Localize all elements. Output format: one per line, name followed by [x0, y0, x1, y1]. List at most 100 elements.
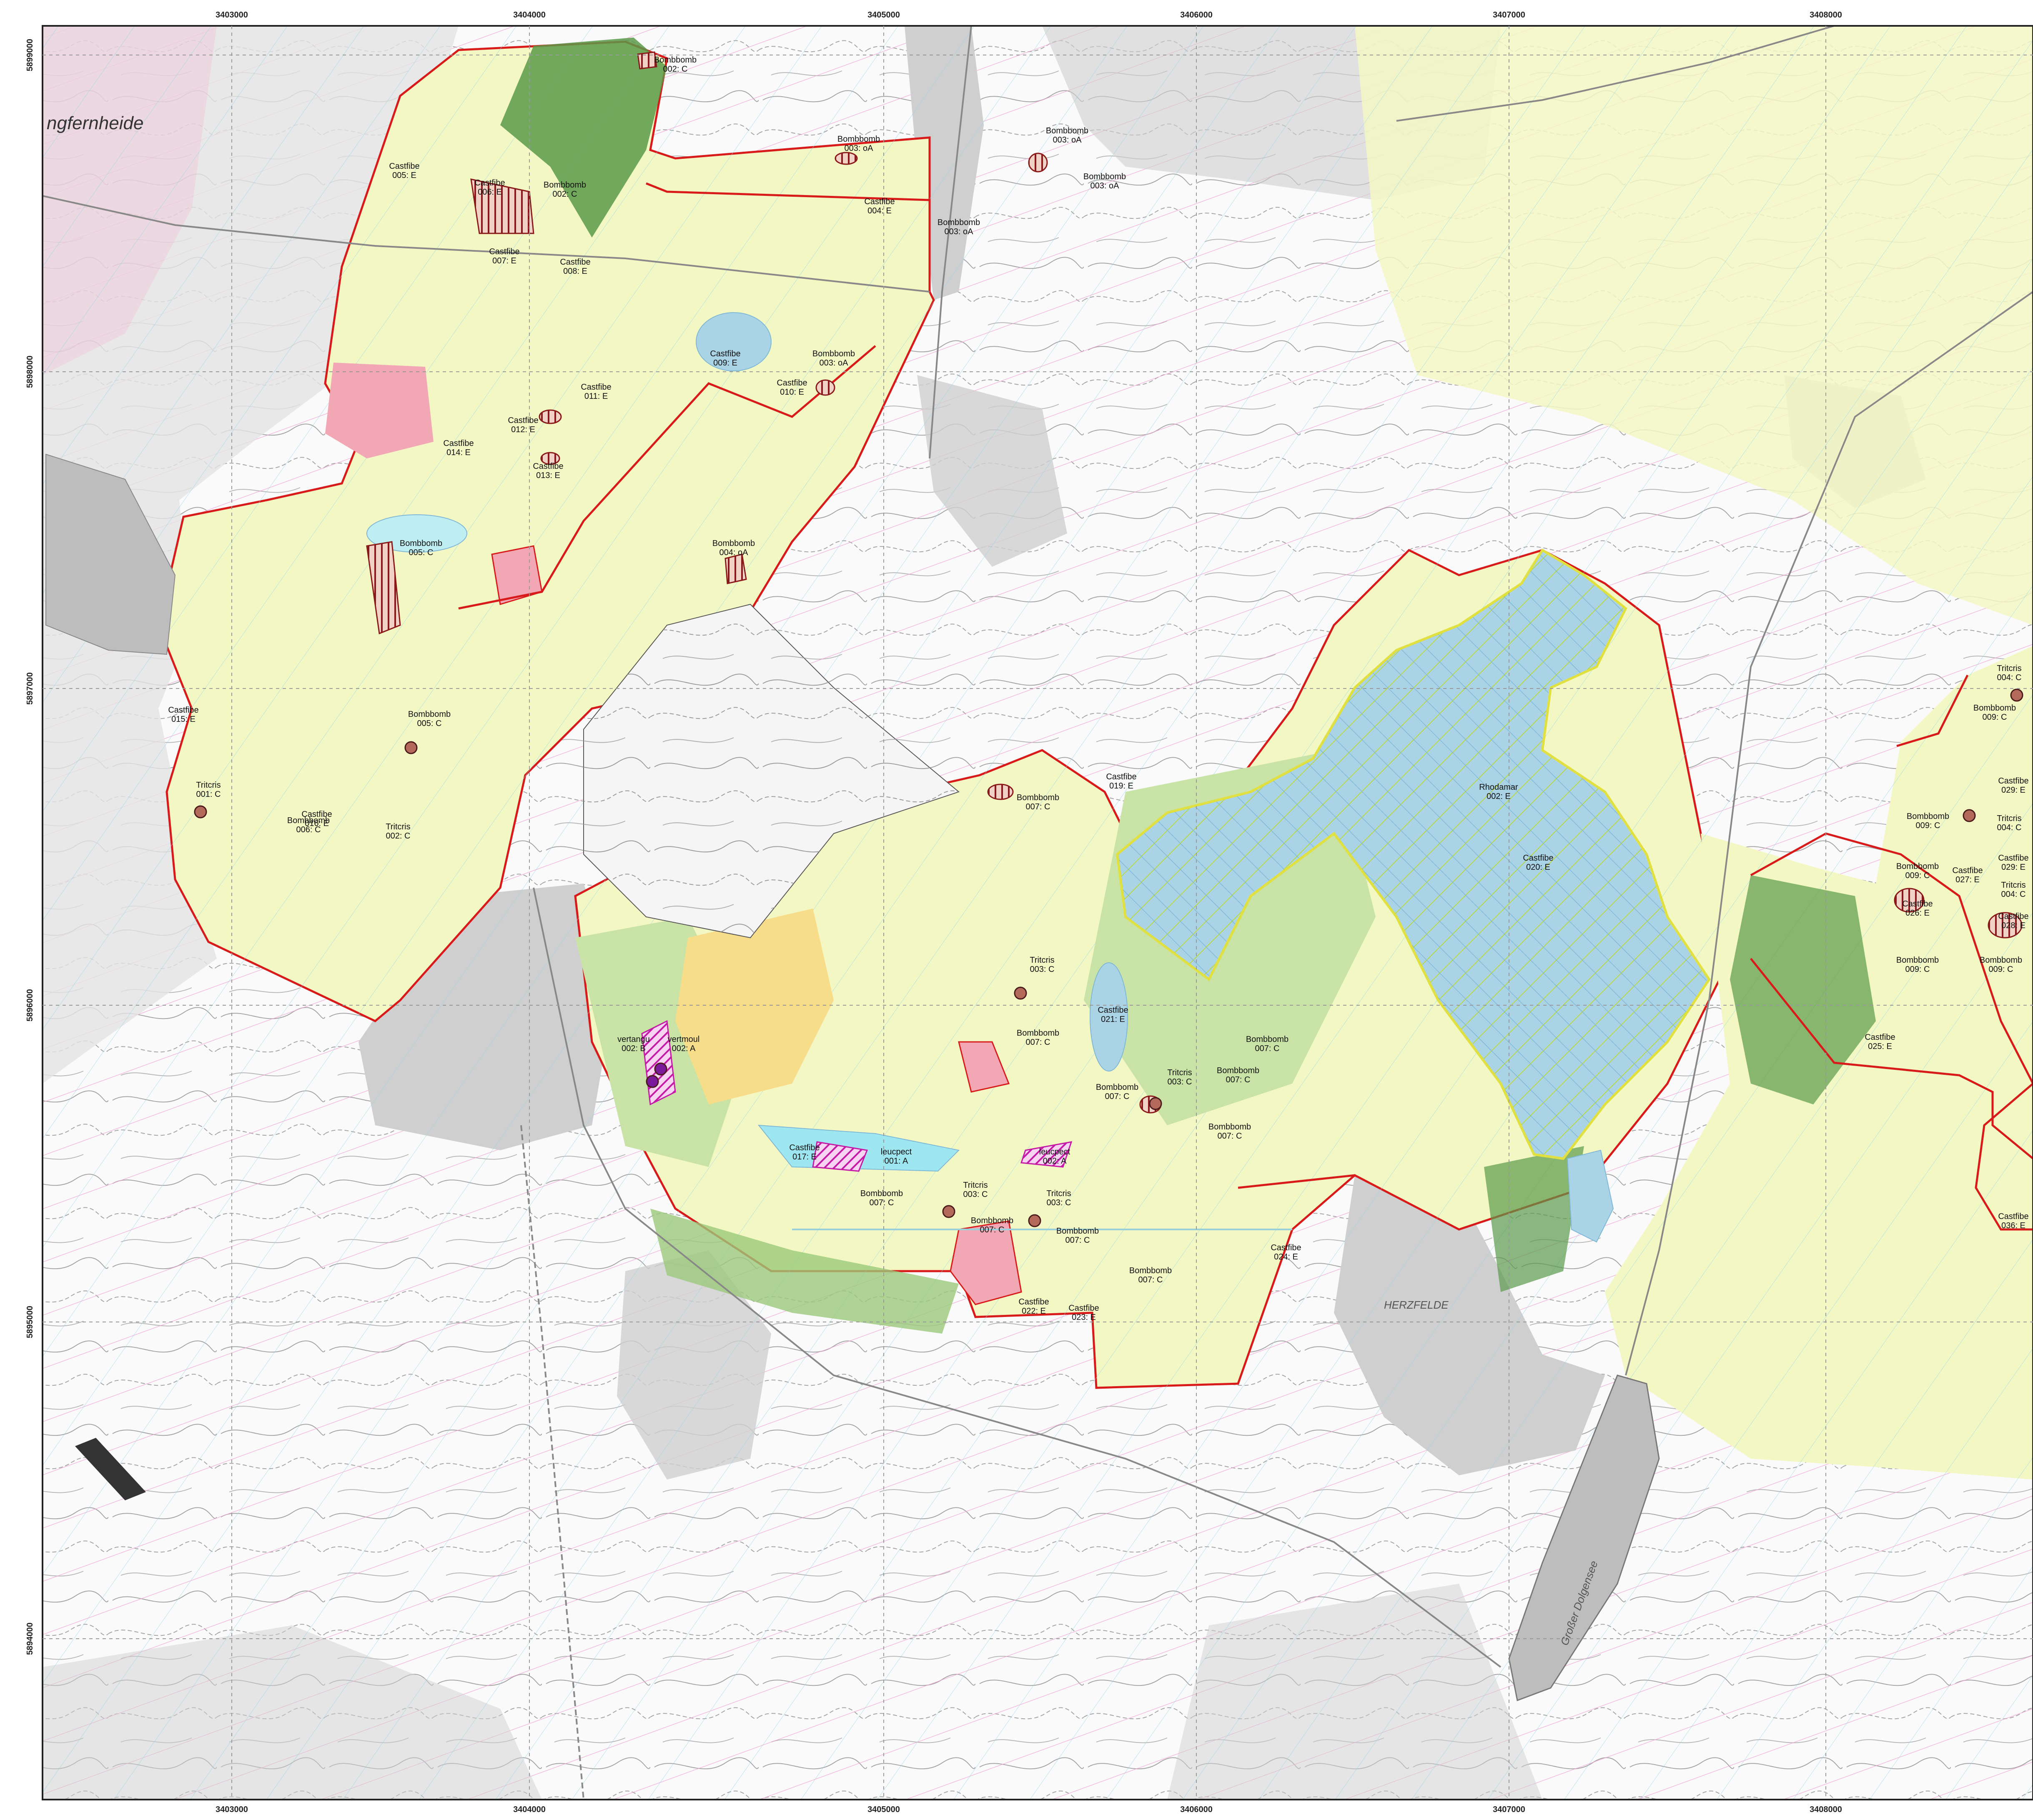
species-code: Bombbomb [654, 55, 697, 65]
point-markers[interactable] [194, 688, 2023, 1227]
species-code: Castfibe [443, 439, 474, 448]
coord-top-0: 3403000 [216, 10, 248, 20]
lake-hatched[interactable] [1116, 548, 1711, 1160]
species-code: Tritcris [1997, 664, 2021, 673]
species-status: 036: E [2001, 1221, 2025, 1230]
species-code: Castfibe [489, 247, 519, 256]
species-status: 029: E [2001, 863, 2025, 872]
species-status: 003: oA [1053, 135, 1082, 145]
species-polygons[interactable] [366, 51, 2023, 1172]
species-code: Castfibe [864, 197, 895, 206]
species-code: Bombbomb [1083, 172, 1126, 181]
species-code: Tritcris [386, 822, 410, 831]
species-code: leucpect [1039, 1147, 1070, 1157]
species-status: 009: C [1916, 821, 1940, 830]
species-status: 003: C [1030, 965, 1055, 974]
coord-left-1: 5898000 [25, 355, 35, 388]
coord-left-5: 5894000 [25, 1622, 35, 1655]
species-status: 009: C [1983, 713, 2007, 722]
species-code: Bombbomb [837, 135, 880, 144]
species-code: Bombbomb [1907, 812, 1949, 821]
species-status: 002: C [663, 65, 688, 74]
species-status: 002: B [622, 1044, 646, 1053]
coord-bottom-0: 3403000 [216, 1805, 248, 1814]
species-status: 028: E [2001, 921, 2025, 930]
coord-bottom-3: 3406000 [1180, 1805, 1213, 1814]
species-code: Tritcris [1046, 1189, 1071, 1198]
species-code: Castfibe [1998, 854, 2028, 863]
species-status: 016: E [305, 819, 329, 828]
species-status: 001: C [196, 790, 221, 799]
